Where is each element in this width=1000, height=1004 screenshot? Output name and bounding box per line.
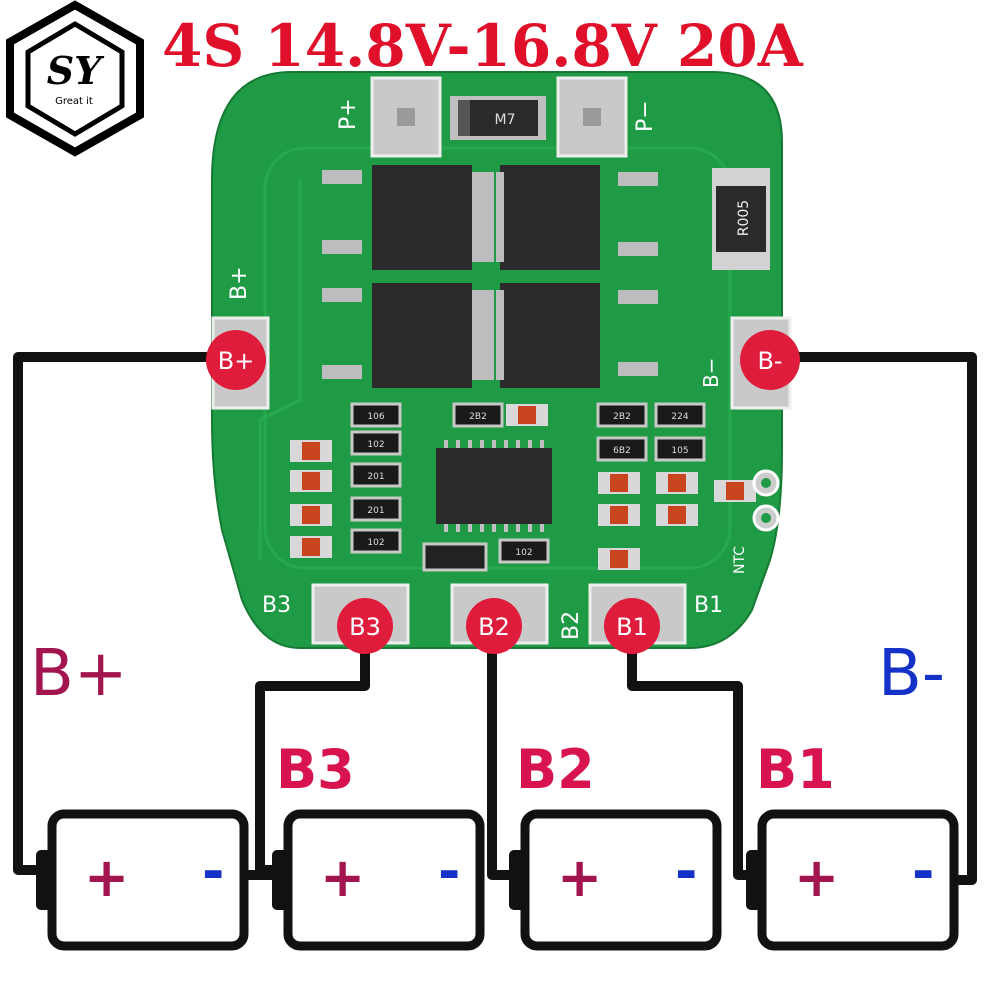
smd-code: 201: [367, 506, 384, 516]
brand-logo: SY Great it: [5, 0, 144, 157]
smd-capacitor: [598, 504, 640, 526]
smd-code: 201: [367, 472, 384, 482]
battery-plus-sign: +: [84, 846, 129, 909]
battery-body: [47, 809, 249, 951]
smd-components: 106 102 201 201 102 2B2 2B2 224 6B2 105 102: [290, 402, 756, 572]
badge-b3: B3: [349, 613, 381, 641]
smd-resistor: 102: [498, 538, 550, 564]
smd-resistor: 6B2: [596, 436, 648, 462]
battery-cell: +-: [36, 809, 249, 951]
smd-resistor: 106: [350, 402, 402, 428]
battery-cell: +-: [272, 809, 485, 951]
silkscreen-b2: B2: [559, 611, 584, 640]
badge-b-plus: B+: [218, 347, 255, 375]
silkscreen-p-plus: P+: [336, 98, 361, 130]
smd-capacitor: [656, 472, 698, 494]
smd-resistor: 224: [654, 402, 706, 428]
battery-minus-sign: -: [202, 840, 224, 903]
smd-code: 102: [515, 548, 532, 558]
smd-code: 2B2: [613, 412, 631, 422]
logo-letters: SY: [47, 48, 105, 93]
smd-capacitor: [656, 504, 698, 526]
label-b-minus: B-: [878, 637, 945, 711]
wire-b-minus: [770, 352, 977, 885]
protection-ic: [436, 448, 552, 524]
diode-m7: [458, 100, 538, 136]
battery-minus-sign: -: [912, 840, 934, 903]
silkscreen-b1: B1: [694, 593, 723, 618]
battery-body: [283, 809, 485, 951]
silkscreen-b-plus: B+: [227, 266, 252, 300]
smd-code: 102: [367, 538, 384, 548]
label-b2: B2: [516, 738, 595, 801]
smd-code: 6B2: [613, 446, 631, 456]
smd-capacitor: [714, 480, 756, 502]
label-b3: B3: [276, 738, 355, 801]
battery-plus-sign: +: [557, 846, 602, 909]
smd-diode: [422, 542, 488, 572]
smd-resistor: 2B2: [596, 402, 648, 428]
shunt-marking: R005: [736, 200, 752, 236]
smd-code: 2B2: [469, 412, 487, 422]
silkscreen-b3: B3: [262, 593, 291, 618]
battery-body: [520, 809, 722, 951]
silkscreen-p-minus: P−: [633, 100, 658, 132]
smd-code: 105: [671, 446, 688, 456]
silkscreen-ntc: NTC: [732, 546, 748, 574]
diode-marking: M7: [495, 112, 516, 128]
battery-minus-sign: -: [675, 840, 697, 903]
badge-b2: B2: [478, 613, 510, 641]
silkscreen-b-minus: B−: [699, 358, 723, 388]
p-plus-pad: [370, 76, 442, 158]
product-title: 4S 14.8V-16.8V 20A: [162, 12, 804, 80]
smd-code: 102: [367, 440, 384, 450]
battery-plus-sign: +: [794, 846, 839, 909]
badge-b1: B1: [616, 613, 648, 641]
label-b-plus: B+: [30, 637, 128, 711]
smd-capacitor: [506, 404, 548, 426]
label-b1: B1: [756, 738, 835, 801]
smd-capacitor: [290, 504, 332, 526]
battery-cell: +-: [509, 809, 722, 951]
smd-capacitor: [290, 470, 332, 492]
p-minus-pad: [556, 76, 628, 158]
smd-capacitor: [290, 536, 332, 558]
badge-b-minus: B-: [757, 347, 782, 375]
smd-resistor: 2B2: [452, 402, 504, 428]
smd-capacitor: [290, 440, 332, 462]
smd-code: 106: [367, 412, 384, 422]
mosfet-array: [322, 165, 658, 388]
battery-cell: +-: [746, 809, 959, 951]
wire-b-plus: [13, 352, 240, 875]
smd-capacitor: [598, 548, 640, 570]
battery-minus-sign: -: [438, 840, 460, 903]
battery-cells: +-+-+-+-: [36, 809, 959, 951]
smd-resistor: 105: [654, 436, 706, 462]
logo-tagline: Great it: [55, 96, 93, 107]
smd-capacitor: [598, 472, 640, 494]
pcb-board: P+ P− M7: [211, 71, 792, 649]
smd-resistor: 201: [350, 496, 402, 522]
battery-body: [757, 809, 959, 951]
battery-plus-sign: +: [320, 846, 365, 909]
smd-resistor: 102: [350, 528, 402, 554]
terminal-badges: B+ B- B3 B2 B1: [206, 330, 800, 654]
smd-resistor: 201: [350, 462, 402, 488]
smd-code: 224: [671, 412, 688, 422]
smd-resistor: 102: [350, 430, 402, 456]
